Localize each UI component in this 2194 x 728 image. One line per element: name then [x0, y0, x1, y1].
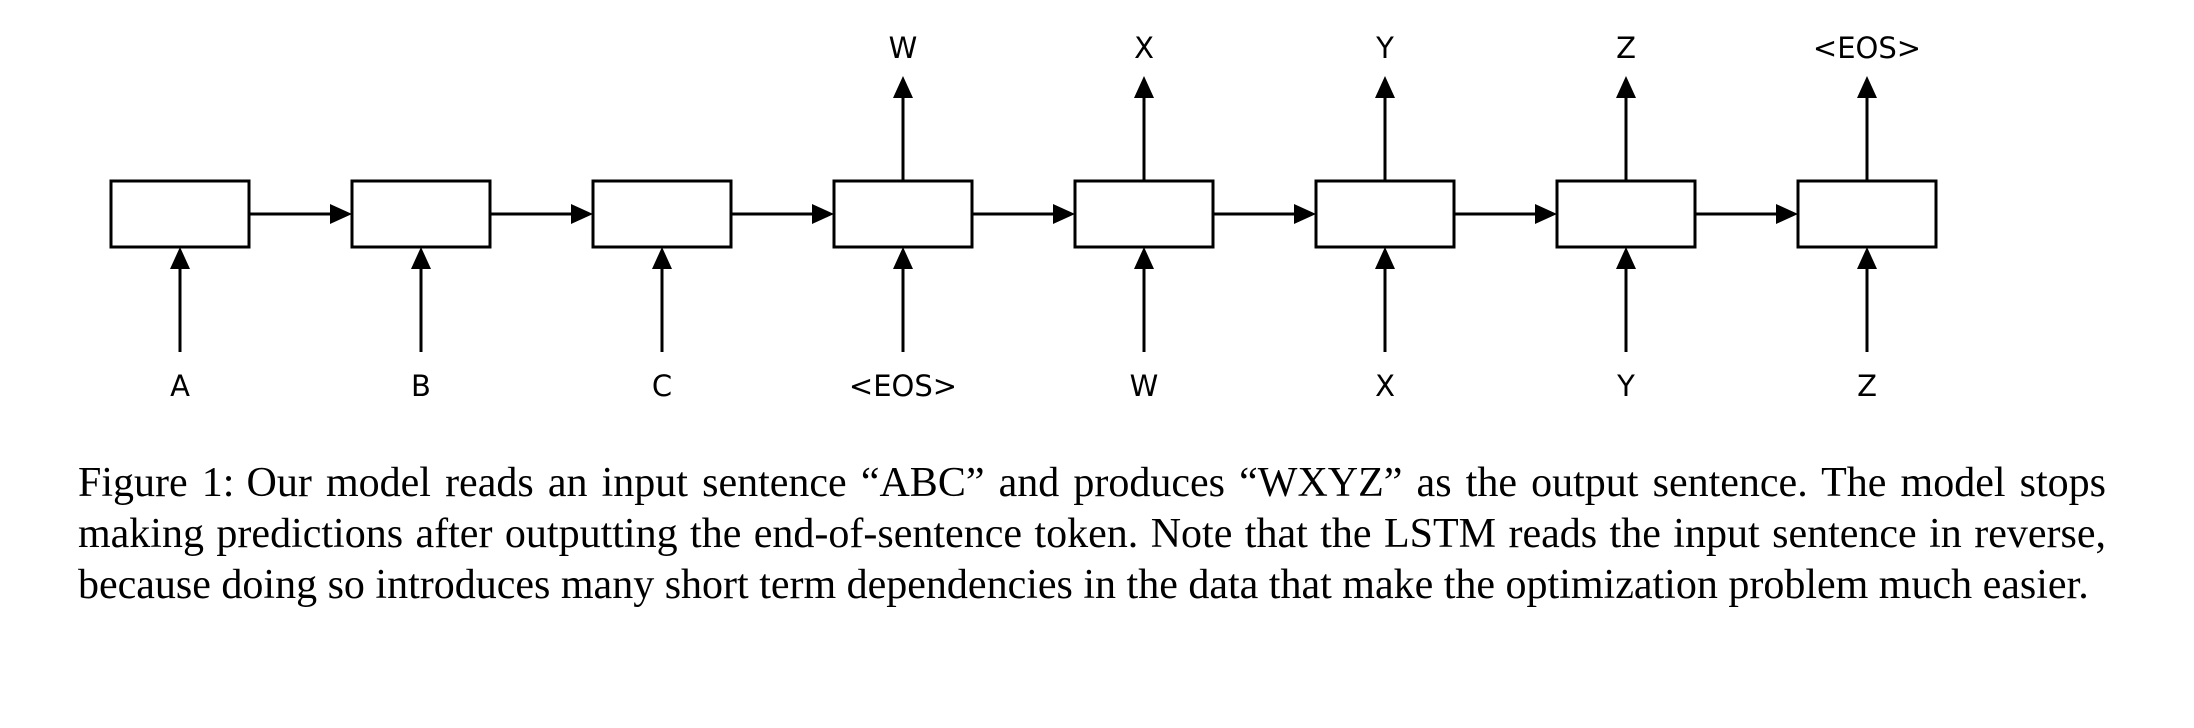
input-token: A — [170, 369, 190, 403]
lstm-cell — [1073, 179, 1215, 249]
input-arrow — [411, 247, 431, 352]
output-token: Y — [1375, 31, 1394, 65]
input-token: Z — [1857, 369, 1877, 403]
seq2seq-diagram: A B C <EOS> W W X X Y Y Z Z <EOS> — [109, 31, 1938, 403]
output-arrow — [1857, 76, 1877, 181]
caption-text: Our model reads an input sentence “ABC” … — [78, 460, 2107, 608]
lstm-cell — [1314, 179, 1456, 249]
input-token: C — [652, 369, 672, 403]
output-token: Z — [1616, 31, 1636, 65]
input-token: X — [1375, 369, 1395, 403]
recurrent-arrow — [249, 204, 352, 224]
output-token: X — [1134, 31, 1154, 65]
output-arrow — [1375, 76, 1395, 181]
recurrent-arrow — [1695, 204, 1798, 224]
input-arrow — [652, 247, 672, 352]
input-arrow — [893, 247, 913, 352]
recurrent-arrow — [490, 204, 593, 224]
output-token: <EOS> — [1813, 31, 1921, 65]
input-arrow — [1375, 247, 1395, 352]
caption-label: Figure 1: — [78, 460, 235, 506]
figure-caption: Figure 1:Our model reads an input senten… — [78, 458, 2106, 611]
output-arrow — [893, 76, 913, 181]
input-arrow — [1134, 247, 1154, 352]
recurrent-arrow — [731, 204, 834, 224]
lstm-cell — [1555, 179, 1697, 249]
input-arrow — [1616, 247, 1636, 352]
recurrent-arrow — [1454, 204, 1557, 224]
lstm-cell — [350, 179, 492, 249]
output-token: W — [889, 31, 918, 65]
output-arrow — [1134, 76, 1154, 181]
output-arrow — [1616, 76, 1636, 181]
lstm-cell — [591, 179, 733, 249]
recurrent-arrow — [1213, 204, 1316, 224]
input-arrow — [1857, 247, 1877, 352]
input-token: Y — [1616, 369, 1635, 403]
input-arrow — [170, 247, 190, 352]
lstm-cell — [109, 179, 251, 249]
input-token: W — [1130, 369, 1159, 403]
lstm-cell — [1796, 179, 1938, 249]
lstm-cell — [832, 179, 974, 249]
recurrent-arrow — [972, 204, 1075, 224]
input-token: B — [411, 369, 431, 403]
input-token: <EOS> — [849, 369, 957, 403]
